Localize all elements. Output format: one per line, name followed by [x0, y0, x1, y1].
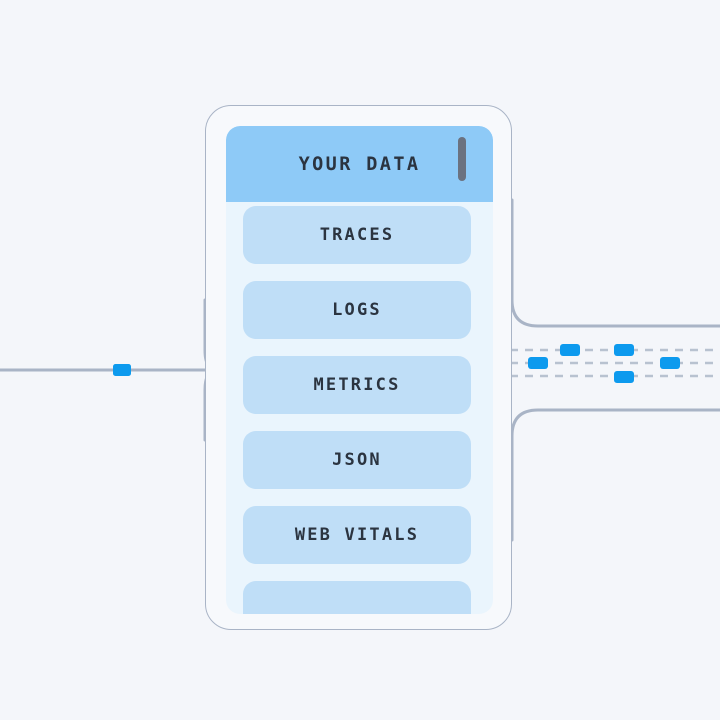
wire-right-branch-top — [510, 198, 720, 328]
list-item[interactable]: JSON — [243, 431, 471, 489]
list-item-label: LOGS — [332, 300, 382, 320]
flow-packet — [614, 371, 634, 383]
list-item-label: JSON — [332, 450, 382, 470]
list-item[interactable]: LOGS — [243, 281, 471, 339]
flow-packet — [528, 357, 548, 369]
list-item[interactable]: TRACES — [243, 206, 471, 264]
wire-right-branch-bottom — [510, 408, 720, 542]
input-port-dot[interactable] — [113, 364, 131, 376]
flow-packet — [660, 357, 680, 369]
list-item[interactable]: METRICS — [243, 356, 471, 414]
flow-packet — [614, 344, 634, 356]
list-item[interactable] — [243, 581, 471, 614]
list-item-label: TRACES — [319, 225, 395, 245]
flow-packet — [560, 344, 580, 356]
panel-header: YOUR DATA — [226, 126, 493, 202]
page-title: YOUR DATA — [298, 153, 421, 175]
list-item[interactable]: WEB VITALS — [243, 506, 471, 564]
scrollbar-thumb[interactable] — [458, 137, 466, 181]
data-source-list: TRACES LOGS METRICS JSON WEB VITALS — [226, 202, 493, 614]
data-source-panel: YOUR DATA TRACES LOGS METRICS JSON WEB VITAL… — [226, 126, 493, 614]
list-item-label: METRICS — [313, 375, 401, 395]
list-item-label: WEB VITALS — [294, 525, 420, 545]
your-data-node[interactable]: YOUR DATA TRACES LOGS METRICS JSON WEB VITAL… — [205, 105, 512, 630]
